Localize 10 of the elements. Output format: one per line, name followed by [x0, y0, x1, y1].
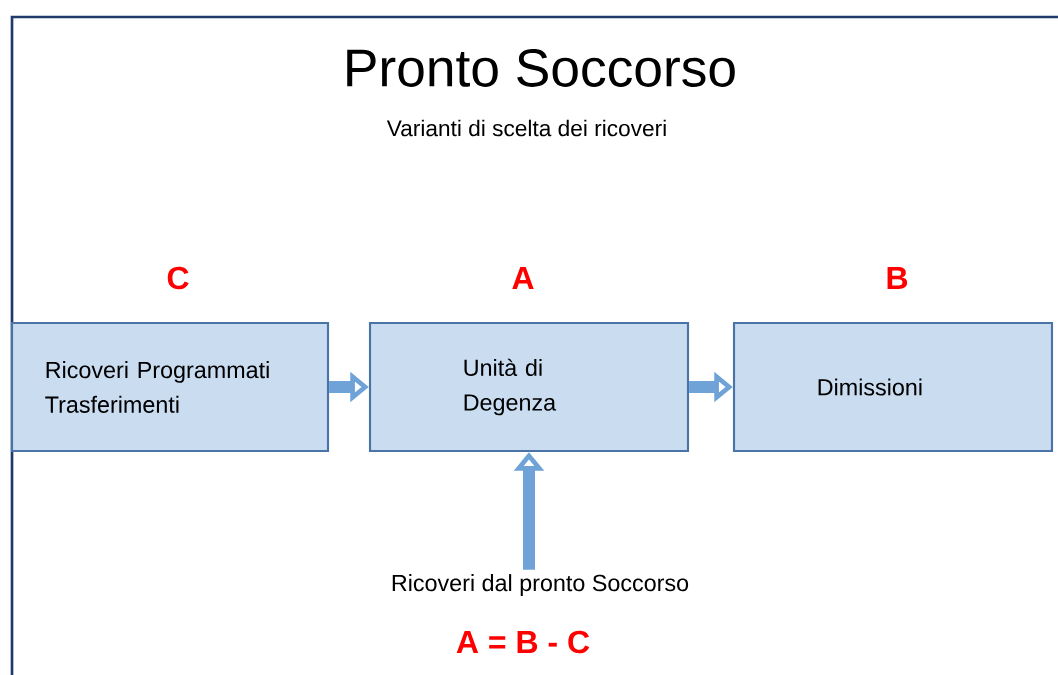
caption-text: Ricoveri dal pronto Soccorso: [392, 574, 689, 596]
letter-heading: A: [512, 267, 534, 289]
process-box: Ricoveri Programmati Trasferimenti: [10, 321, 330, 453]
formula-text: A = B - C: [456, 630, 590, 654]
letter-heading: B: [887, 267, 908, 289]
process-box: Unità di Degenza: [368, 321, 690, 453]
title: Pronto Soccorso: [347, 49, 735, 87]
subtitle: Varianti di scelta dei ricoveri: [386, 119, 666, 137]
letter-heading: C: [167, 266, 189, 290]
process-box: Dimissioni: [732, 321, 1054, 453]
